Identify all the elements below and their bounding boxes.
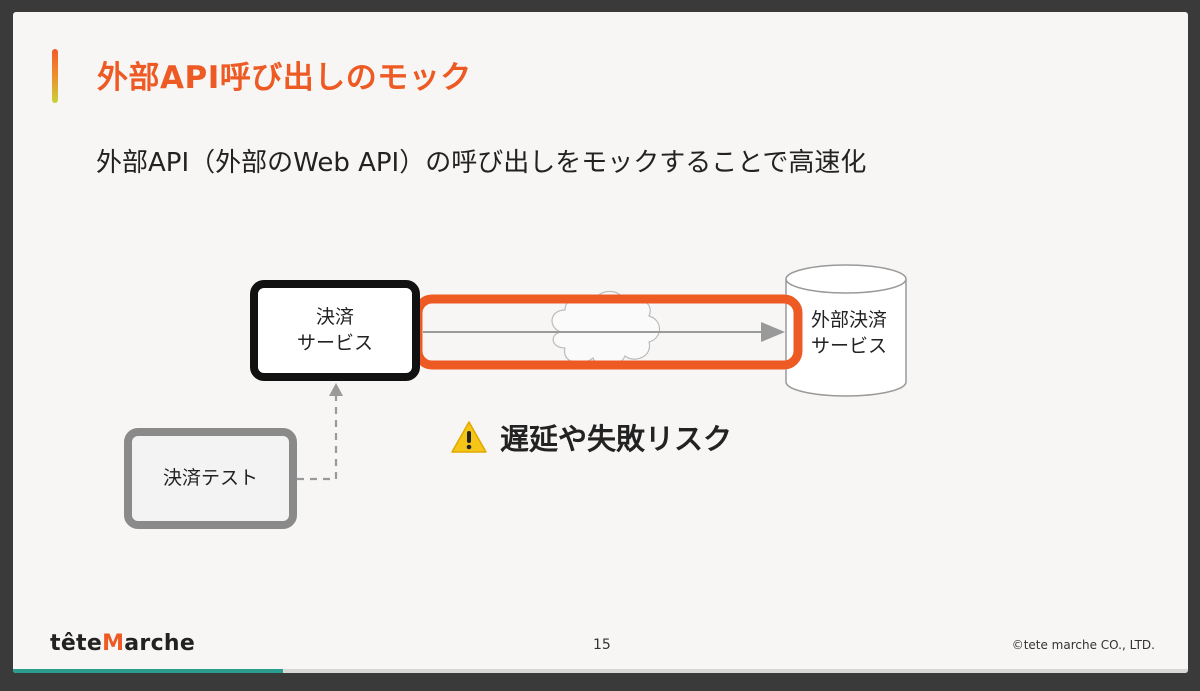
external-service-label: 外部決済 サービス xyxy=(789,308,909,359)
test-call-arrow xyxy=(297,394,338,481)
payment-service-label-2: サービス xyxy=(296,331,373,354)
slide-title: 外部API呼び出しのモック xyxy=(97,60,472,96)
progress-bar xyxy=(13,669,284,673)
slide-subtitle: 外部API（外部のWeb API）の呼び出しをモックすることで高速化 xyxy=(96,148,867,178)
logo-text-suffix: arche xyxy=(124,631,196,656)
progress-track xyxy=(13,669,1188,673)
slide: 外部API呼び出しのモック 外部API（外部のWeb API）の呼び出しをモック… xyxy=(13,12,1188,673)
page-number: 15 xyxy=(593,637,611,653)
external-service-label-1: 外部決済 xyxy=(810,309,887,331)
company-logo: têteMarche xyxy=(50,631,195,656)
payment-service-box: 決済 サービス xyxy=(250,280,420,381)
copyright: ©tete marche CO., LTD. xyxy=(1011,638,1155,652)
title-accent-bar xyxy=(52,49,58,103)
external-service-cylinder xyxy=(785,264,907,397)
warning-icon xyxy=(451,421,487,453)
warning-callout: 遅延や失敗リスク xyxy=(450,416,732,458)
logo-text-m: M xyxy=(102,631,125,656)
warning-text: 遅延や失敗リスク xyxy=(500,422,733,456)
external-service-label-2: サービス xyxy=(810,334,887,357)
payment-test-box: 決済テスト xyxy=(124,428,297,529)
payment-test-label: 決済テスト xyxy=(162,466,258,489)
architecture-diagram xyxy=(297,264,907,481)
payment-service-label-1: 決済 xyxy=(315,305,354,328)
logo-text-prefix: tête xyxy=(50,631,103,656)
